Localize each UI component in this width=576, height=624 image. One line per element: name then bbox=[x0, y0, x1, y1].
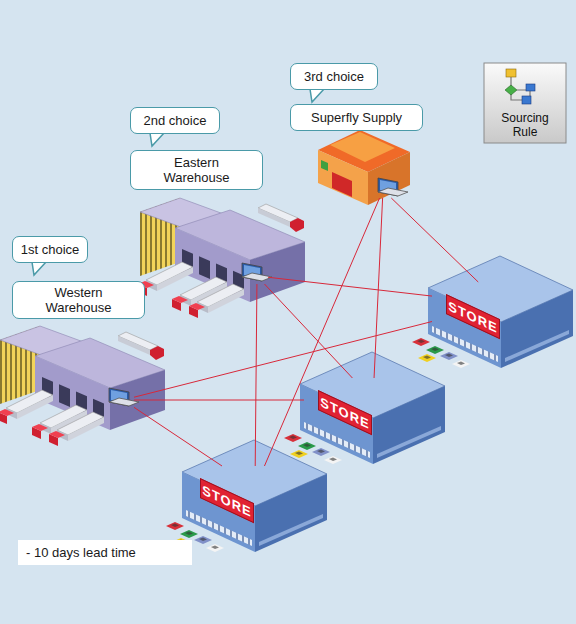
warehouse-building bbox=[0, 326, 165, 446]
store-building bbox=[412, 256, 573, 368]
site-label: Western Warehouse bbox=[12, 281, 145, 319]
store-node: STORE bbox=[186, 466, 324, 510]
site-label: Eastern Warehouse bbox=[130, 150, 263, 190]
supplier-node: 3rd choiceSuperfly Supply bbox=[372, 182, 394, 198]
store-building bbox=[166, 440, 327, 552]
store-sign: STORE bbox=[318, 390, 372, 435]
choice-callout: 2nd choice bbox=[130, 107, 220, 134]
supply-line bbox=[264, 198, 379, 466]
warehouse-node: 1st choiceWestern Warehouse bbox=[112, 392, 134, 408]
supply-line bbox=[391, 198, 478, 282]
supply-line bbox=[134, 322, 432, 398]
store-node: STORE bbox=[304, 378, 442, 422]
laptop-icon bbox=[378, 178, 408, 196]
supply-line bbox=[134, 407, 222, 466]
icon-caption: Sourcing Rule bbox=[484, 108, 566, 142]
note-box: - 10 days lead time bbox=[18, 540, 192, 565]
callout-tail bbox=[32, 262, 46, 275]
supply-line bbox=[268, 277, 432, 296]
warehouse-node: 2nd choiceEastern Warehouse bbox=[246, 268, 268, 284]
laptop-icon bbox=[242, 263, 272, 281]
store-sign: STORE bbox=[446, 294, 500, 339]
sourcing-rule-icon bbox=[484, 63, 566, 143]
callout-tail bbox=[150, 133, 164, 146]
choice-callout: 1st choice bbox=[12, 236, 88, 263]
choice-callout: 3rd choice bbox=[290, 63, 378, 90]
store-sign: STORE bbox=[200, 478, 254, 523]
site-label: Superfly Supply bbox=[290, 104, 423, 131]
supply-line bbox=[255, 284, 257, 466]
icon-node: Sourcing Rule bbox=[484, 63, 566, 143]
store-node: STORE bbox=[432, 282, 570, 326]
callout-tail bbox=[310, 89, 324, 102]
store-building bbox=[284, 352, 445, 464]
supply-line bbox=[134, 400, 304, 401]
note-text: - 10 days lead time bbox=[18, 540, 192, 565]
supplier-building bbox=[318, 130, 410, 205]
supply-line bbox=[374, 198, 383, 378]
